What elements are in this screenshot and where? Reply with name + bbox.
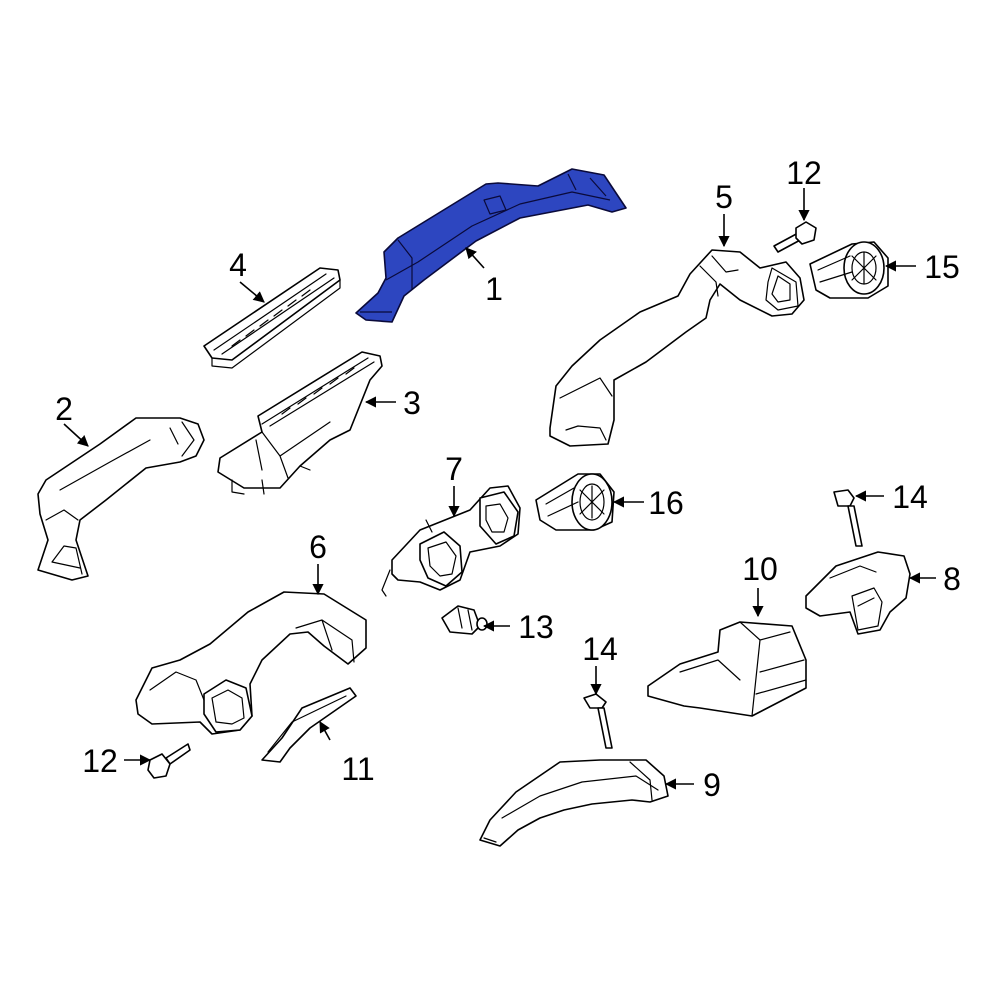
callout-2: 2: [55, 391, 73, 427]
part-14-clip-lower[interactable]: [583, 693, 613, 749]
callout-15: 15: [924, 249, 960, 285]
callout-12-lower: 12: [82, 743, 118, 779]
part-8-side-duct[interactable]: [805, 551, 911, 635]
callout-9: 9: [703, 767, 721, 803]
callout-10: 10: [742, 551, 778, 587]
part-12-screw-upper[interactable]: [773, 221, 817, 253]
part-15-round-vent[interactable]: [809, 241, 889, 299]
callout-13: 13: [518, 609, 554, 645]
callout-14-lower: 14: [582, 631, 618, 667]
part-4-vent-grille[interactable]: [203, 267, 341, 369]
part-5-long-duct[interactable]: [549, 249, 805, 447]
part-9-lower-duct[interactable]: [479, 759, 669, 847]
part-2-left-duct[interactable]: [37, 417, 205, 581]
part-3-vent-housing[interactable]: [217, 351, 383, 495]
callout-12-upper: 12: [786, 155, 822, 191]
callout-5: 5: [715, 179, 733, 215]
callout-4: 4: [229, 247, 247, 283]
part-12-screw-lower[interactable]: [147, 743, 191, 779]
callout-6: 6: [309, 529, 327, 565]
leader-lines: [63, 188, 936, 790]
part-14-clip-upper[interactable]: [833, 489, 863, 547]
callout-1: 1: [485, 271, 503, 307]
part-6-front-duct[interactable]: [135, 591, 367, 735]
part-13-connector[interactable]: [441, 605, 488, 635]
callout-11: 11: [341, 751, 374, 787]
callout-16: 16: [648, 485, 684, 521]
callout-labels: 1 2 3 4 5 6 7 8 9 10 11 12 12 13 14 14 1…: [55, 155, 961, 803]
part-1-center-duct[interactable]: [355, 168, 627, 323]
callout-14-upper: 14: [892, 479, 928, 515]
part-11-small-bracket[interactable]: [261, 687, 357, 763]
part-7-twin-vent-bracket[interactable]: [381, 485, 521, 597]
callout-7: 7: [445, 451, 463, 487]
callout-8: 8: [943, 561, 961, 597]
callout-3: 3: [403, 385, 421, 421]
part-16-round-vent[interactable]: [535, 473, 615, 531]
part-10-rear-duct-box[interactable]: [647, 621, 807, 717]
